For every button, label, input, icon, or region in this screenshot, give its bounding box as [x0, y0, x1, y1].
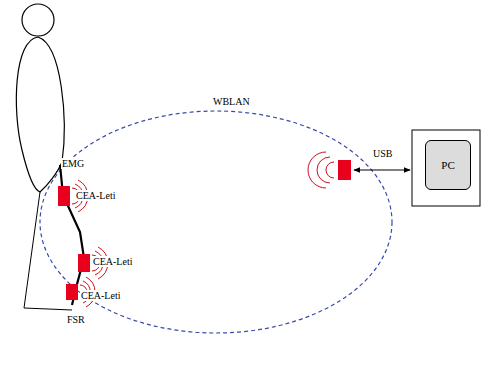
sensor-label: CEA-Leti	[80, 290, 121, 301]
sensor-type-label: FSR	[66, 314, 86, 325]
head	[22, 4, 54, 36]
pc-label: PC	[441, 159, 454, 171]
network-ellipse	[40, 111, 392, 333]
receiver-dongle	[338, 160, 351, 180]
sensor-label: CEA-Leti	[75, 190, 116, 201]
leg-outline	[24, 192, 72, 310]
sensor-label: CEA-Leti	[92, 256, 133, 267]
sensor-type-label: EMG	[61, 158, 85, 169]
body-outline	[16, 37, 64, 192]
radio-waves	[72, 152, 334, 307]
usb-link	[354, 170, 410, 171]
pc-housing	[412, 130, 480, 206]
sensor-node: CEA-Leti	[58, 186, 70, 206]
link-label: USB	[372, 148, 393, 159]
network-label: WBLAN	[212, 96, 251, 107]
sensor-node: CEA-Leti	[66, 284, 78, 300]
sensor-node: CEA-Leti	[78, 254, 90, 272]
computer-screen: PC	[425, 140, 471, 190]
